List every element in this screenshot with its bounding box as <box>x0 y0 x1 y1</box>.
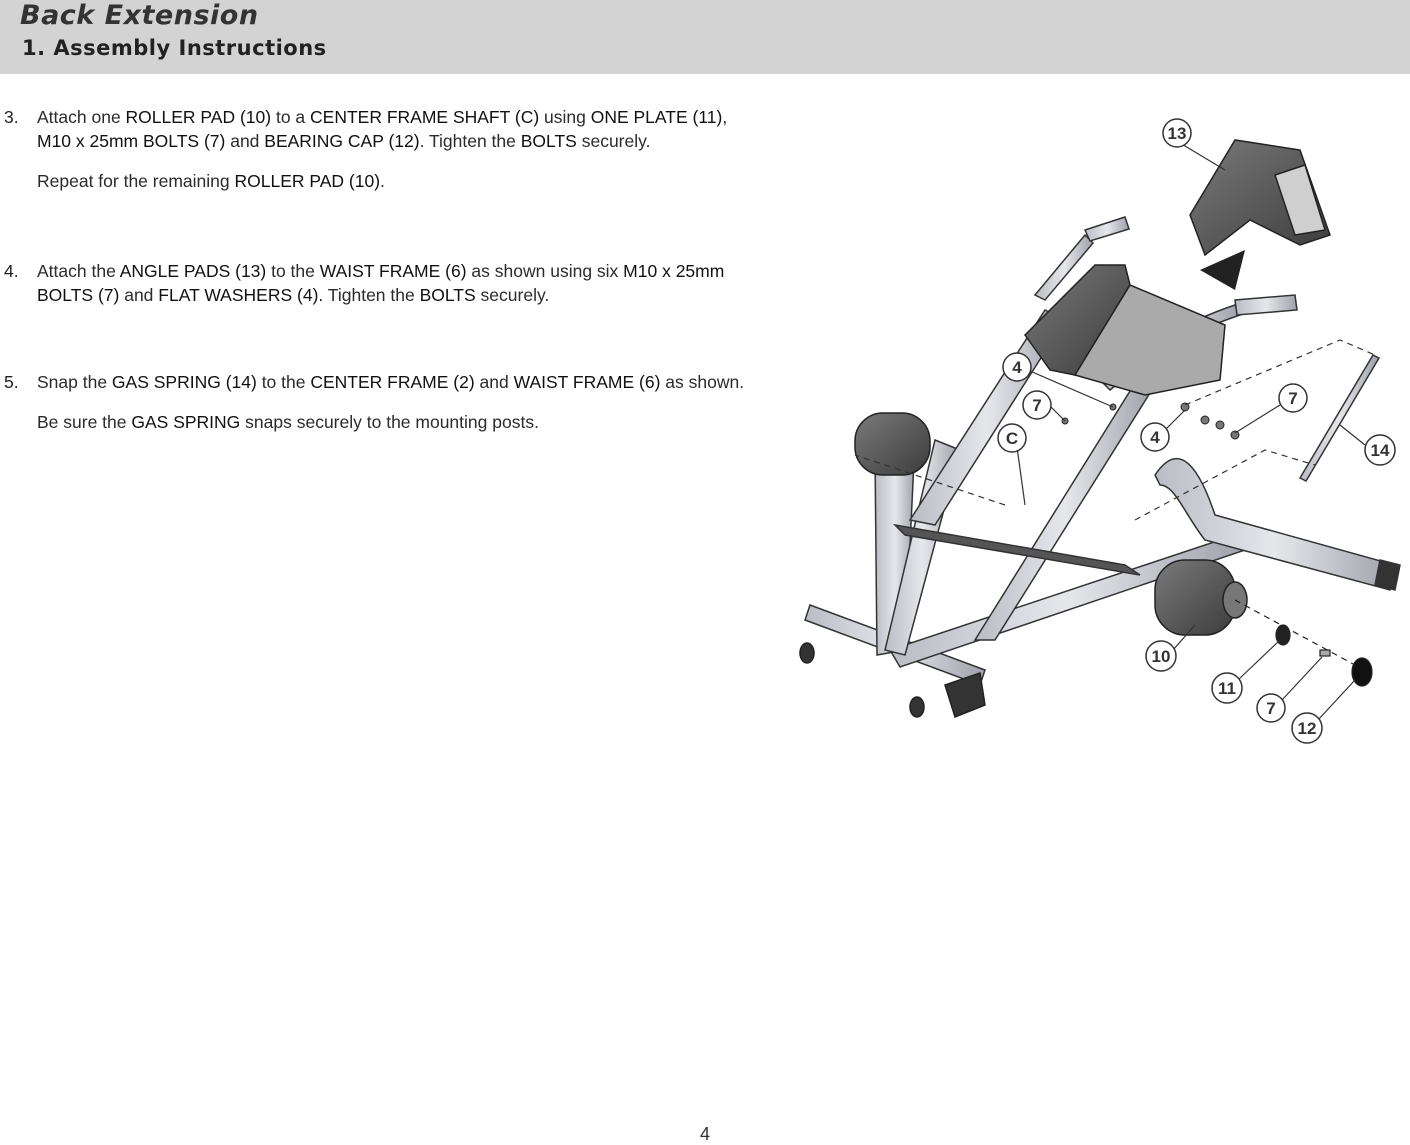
step-paragraph: Snap the GAS SPRING (14) to the CENTER F… <box>37 370 752 394</box>
instruction-text: , <box>722 107 728 127</box>
step-number: 3. <box>4 107 19 127</box>
angle-pads-installed <box>1024 264 1226 396</box>
step-text: Attach one ROLLER PAD (10) to a CENTER F… <box>37 105 752 193</box>
callout-4-right: 4 <box>1140 409 1186 452</box>
instruction-text: Attach the <box>37 261 120 281</box>
step-text: Attach the ANGLE PADS (13) to the WAIST … <box>37 259 752 307</box>
roller-hardware <box>1234 599 1373 687</box>
part-reference: CENTER FRAME SHAFT (C) <box>310 107 540 127</box>
part-reference: WAIST FRAME (6) <box>513 372 661 392</box>
svg-text:10: 10 <box>1152 647 1171 666</box>
svg-text:13: 13 <box>1168 124 1187 143</box>
svg-text:12: 12 <box>1298 719 1317 738</box>
angle-pad-13 <box>1189 139 1331 257</box>
base-frame <box>804 309 1247 686</box>
part-reference: GAS SPRING <box>131 412 241 432</box>
svg-text:7: 7 <box>1288 389 1297 408</box>
callout-4-left: 4 <box>1002 352 1114 408</box>
instruction-text: . Tighten the <box>419 131 521 151</box>
callout-11: 11 <box>1211 639 1281 704</box>
instruction-text: Tighten the <box>323 285 420 305</box>
page-number: 4 <box>699 1124 710 1144</box>
instruction-text: Attach one <box>37 107 126 127</box>
step-number: 4. <box>4 261 19 281</box>
part-reference: ROLLER PAD (10) <box>234 171 381 191</box>
part-reference: CENTER FRAME (2) <box>310 372 475 392</box>
callout-C: C <box>997 423 1027 506</box>
section-title: 1. Assembly Instructions <box>22 36 327 60</box>
callout-13: 13 <box>1162 118 1226 171</box>
part-reference: BOLTS <box>419 285 476 305</box>
step-number: 5. <box>4 372 19 392</box>
instruction-text: Be sure the <box>37 412 132 432</box>
svg-text:4: 4 <box>1150 428 1160 447</box>
svg-text:14: 14 <box>1371 441 1390 460</box>
part-reference: BEARING CAP (12) <box>264 131 420 151</box>
callout-7-left: 7 <box>1022 390 1066 422</box>
instruction-text: using <box>539 107 591 127</box>
instruction-text: and <box>119 285 159 305</box>
svg-text:7: 7 <box>1266 699 1275 718</box>
svg-text:4: 4 <box>1012 358 1022 377</box>
step-paragraph: Repeat for the remaining ROLLER PAD (10)… <box>37 169 752 193</box>
instruction-text: Repeat for the remaining <box>37 171 235 191</box>
step-paragraph: Attach the ANGLE PADS (13) to the WAIST … <box>37 259 752 307</box>
part-reference: M10 x 25mm BOLTS (7) <box>37 131 226 151</box>
instruction-text: . <box>380 171 385 191</box>
instruction-text: and <box>225 131 265 151</box>
assembly-diagram: 13 4 7 C 4 7 14 10 11 <box>799 118 1401 744</box>
callout-10: 10 <box>1145 624 1196 672</box>
part-reference: ONE PLATE (11) <box>590 107 723 127</box>
page-header: Back Extension 1. Assembly Instructions <box>0 0 1410 74</box>
callout-7-bottom: 7 <box>1256 656 1323 723</box>
product-title: Back Extension <box>20 0 259 31</box>
step-text: Snap the GAS SPRING (14) to the CENTER F… <box>37 370 752 434</box>
instruction-text: to the <box>266 261 320 281</box>
instruction-text: securely. <box>576 131 651 151</box>
instruction-text: as shown using six <box>466 261 624 281</box>
svg-text:C: C <box>1006 429 1018 448</box>
callout-7-right: 7 <box>1234 383 1308 434</box>
svg-text:7: 7 <box>1032 396 1041 415</box>
part-reference: GAS SPRING (14) <box>111 372 257 392</box>
part-reference: FLAT WASHERS (4). <box>158 285 324 305</box>
part-reference: WAIST FRAME (6) <box>319 261 467 281</box>
instruction-text: snaps securely to the mounting posts. <box>240 412 539 432</box>
roller-pads <box>854 412 1248 636</box>
instruction-text: to a <box>271 107 311 127</box>
direction-arrow <box>1200 250 1245 290</box>
feet <box>799 642 986 718</box>
callout-14: 14 <box>1339 424 1396 466</box>
step-paragraph: Attach one ROLLER PAD (10) to a CENTER F… <box>37 105 752 153</box>
instruction-text: to the <box>256 372 311 392</box>
gas-spring-14 <box>1298 354 1381 482</box>
instruction-text: Snap the <box>37 372 112 392</box>
callout-12: 12 <box>1291 679 1356 744</box>
part-reference: M10 x 25mm BOLTS (7) <box>37 261 725 305</box>
step-paragraph: Be sure the GAS SPRING snaps securely to… <box>37 410 752 434</box>
part-reference: BOLTS <box>520 131 577 151</box>
instruction-text: and <box>474 372 514 392</box>
instruction-text: as shown. <box>660 372 745 392</box>
svg-text:11: 11 <box>1218 679 1236 698</box>
bolts-washers <box>1061 402 1240 440</box>
part-reference: ROLLER PAD (10) <box>125 107 272 127</box>
part-reference: ANGLE PADS (13) <box>119 261 267 281</box>
instruction-text: securely. <box>475 285 550 305</box>
assembly-lines <box>854 339 1376 521</box>
